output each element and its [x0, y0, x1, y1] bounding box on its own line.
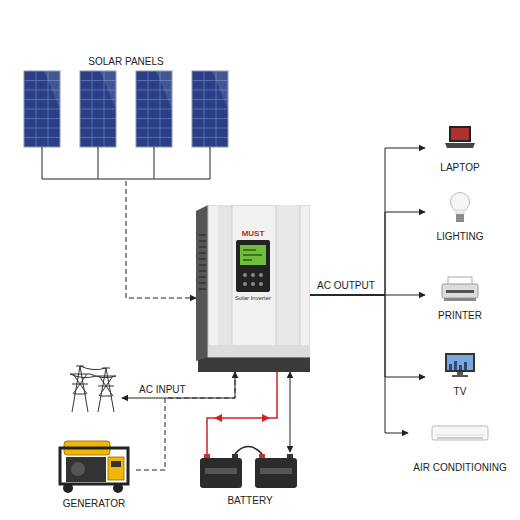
- laptop-icon: [444, 124, 476, 150]
- battery-bank: BATTERY: [195, 452, 305, 506]
- node-label: TV: [454, 386, 467, 397]
- node-label: GENERATOR: [63, 498, 125, 509]
- laptop-load: LAPTOP: [425, 124, 495, 173]
- dashed-connector: [126, 181, 196, 298]
- solar-panels: SOLAR PANELS: [20, 56, 232, 181]
- lighting-load: LIGHTING: [425, 191, 495, 242]
- node-label: LAPTOP: [440, 162, 479, 173]
- node-label: BATTERY: [227, 495, 272, 506]
- battery-figure: [195, 452, 305, 490]
- node-label: MUST: [242, 229, 265, 238]
- grid-towers: [70, 366, 116, 412]
- solar-inverter: MUST Solar Inverter: [196, 205, 310, 372]
- connector-arrow: [310, 148, 425, 295]
- tv-figure: [444, 352, 476, 378]
- tv-load: TV: [425, 352, 495, 397]
- connector-arrow: [290, 372, 291, 452]
- ac-figure: [431, 424, 489, 444]
- battery-cable: [207, 372, 277, 456]
- tv-icon: [444, 352, 476, 378]
- air-conditioning-load: AIR CONDITIONING: [408, 424, 512, 473]
- generator-icon: [54, 438, 134, 494]
- grid-input-line: [122, 372, 235, 398]
- air-conditioner-icon: [431, 424, 489, 444]
- printer-load: PRINTER: [425, 276, 495, 321]
- panels-figure: [20, 69, 232, 181]
- laptop-figure: [444, 124, 476, 150]
- printer-figure: [440, 276, 480, 302]
- battery-icon: [195, 452, 305, 490]
- bulb-figure: [449, 191, 471, 224]
- generator-figure: [54, 438, 134, 494]
- printer-icon: [440, 276, 480, 302]
- node-sublabel: Solar Inverter: [235, 295, 271, 302]
- connector-arrow: [310, 295, 408, 433]
- dashed-connector: [136, 372, 235, 470]
- ac-output-label: AC OUTPUT: [316, 280, 376, 291]
- light-bulb-icon: [449, 191, 471, 224]
- node-label: AIR CONDITIONING: [413, 462, 506, 473]
- node-label: LIGHTING: [436, 231, 483, 242]
- ac-input-label: AC INPUT: [138, 384, 187, 395]
- connector-arrow: [310, 295, 425, 377]
- node-label: SOLAR PANELS: [88, 56, 163, 67]
- node-label: PRINTER: [438, 310, 482, 321]
- solar-panel-array: [20, 69, 232, 181]
- generator: GENERATOR: [52, 438, 136, 509]
- connector-arrow: [310, 212, 425, 295]
